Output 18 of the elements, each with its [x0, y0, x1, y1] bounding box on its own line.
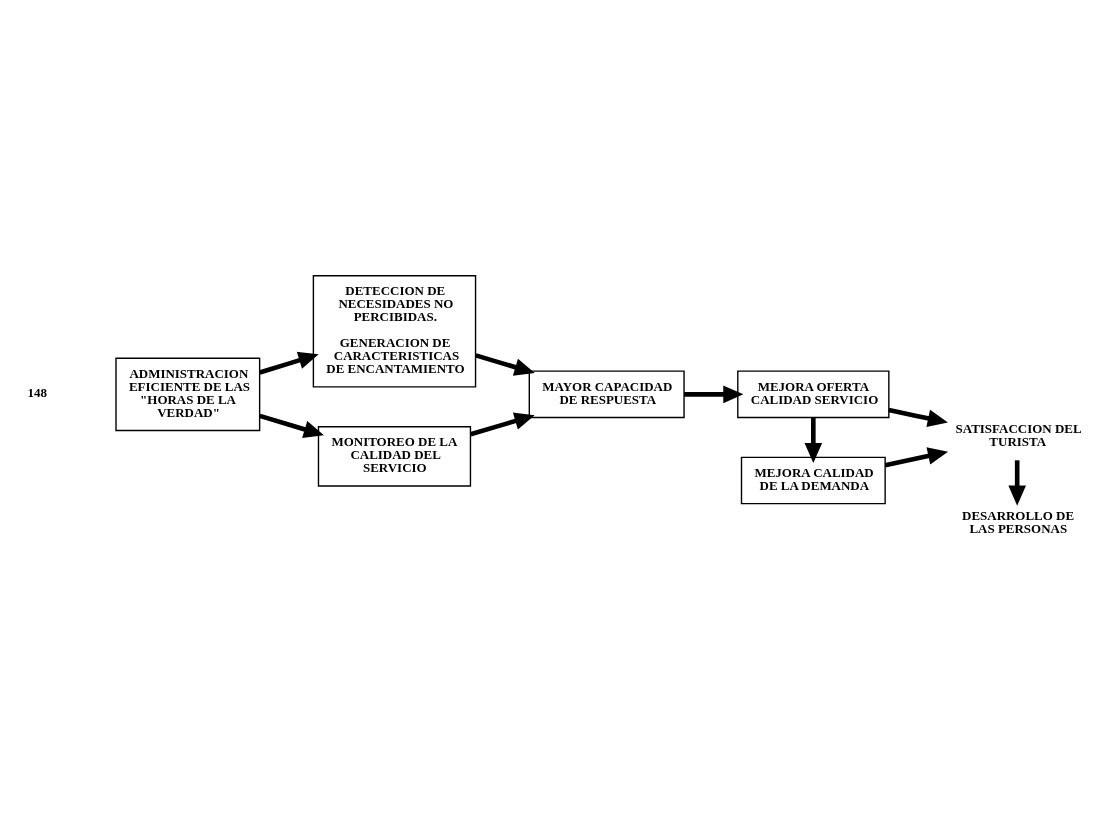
arrow [884, 446, 949, 467]
arrow [684, 385, 744, 403]
label: 148 [27, 384, 47, 400]
arrow [888, 407, 948, 427]
arrow [259, 413, 324, 438]
arrow [475, 352, 535, 376]
node-box: MAYOR CAPACIDAD DE RESPUESTA [528, 369, 685, 418]
node-box: ADMINISTRACION EFICIENTE DE LAS "HORAS DE LA VERDAD" [115, 357, 261, 431]
arrow [259, 351, 319, 375]
node-box: MEJORA OFERTA CALIDAD SERVICIO [737, 369, 890, 418]
node-box: MEJORA CALIDAD DE LA DEMANDA [740, 456, 886, 504]
node-box: MONITOREO DE LA CALIDAD DEL SERVICIO [317, 425, 472, 487]
node-text: DESARROLLO DE LAS PERSONAS [962, 507, 1075, 536]
node-box: DETECCION DE NECESIDADES NO PERCIBIDAS. GENERACION DE CARACTERISTICAS DE ENCANTAMIENTO [312, 274, 477, 388]
arrow [804, 417, 823, 463]
arrow [1008, 459, 1026, 506]
node-text: SATISFACCION DEL TURISTA [955, 420, 1082, 449]
arrow [470, 412, 535, 436]
